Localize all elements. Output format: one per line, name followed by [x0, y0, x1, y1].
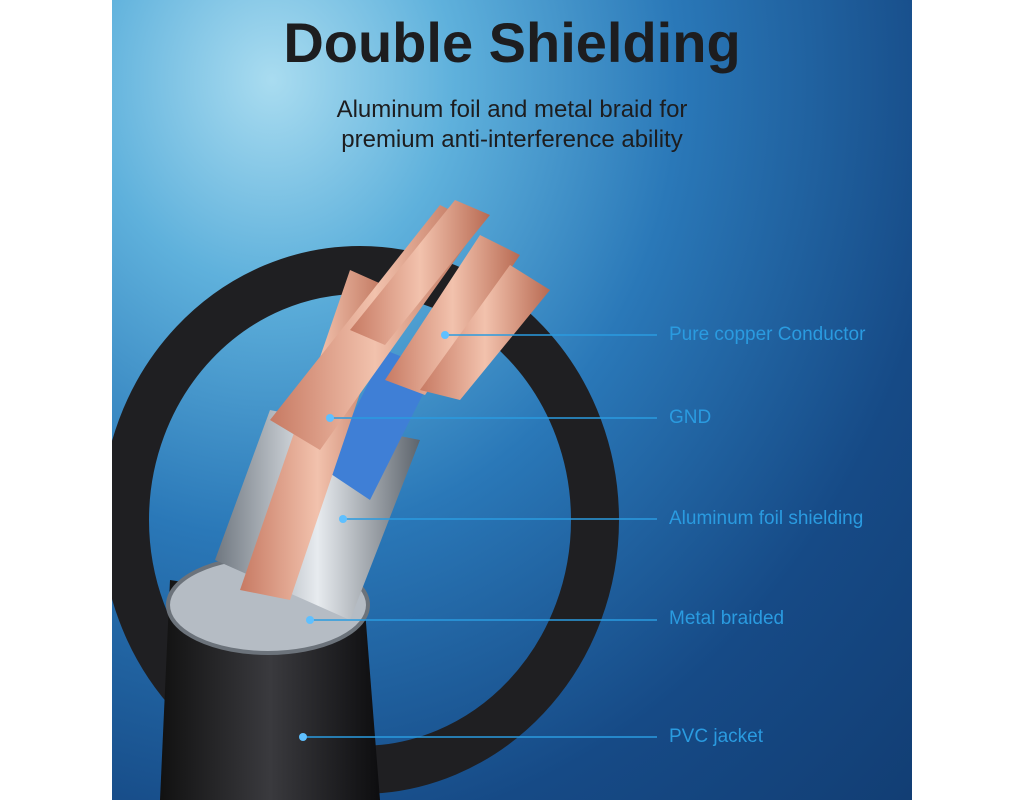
callout-lines	[303, 334, 657, 738]
label-aluminum-foil: Aluminum foil shielding	[669, 508, 864, 529]
label-copper-conductor: Pure copper Conductor	[669, 324, 866, 345]
subtitle-line-2: premium anti-interference ability	[341, 126, 683, 153]
page-title: Double Shielding	[283, 11, 741, 74]
label-pvc-jacket: PVC jacket	[669, 726, 763, 747]
product-image-panel	[112, 0, 912, 800]
cable-illustration	[112, 200, 657, 800]
callout-dots	[299, 331, 449, 741]
subtitle: Aluminum foil and metal braid for premiu…	[112, 95, 912, 155]
subtitle-line-1: Aluminum foil and metal braid for	[336, 96, 688, 123]
label-gnd: GND	[669, 407, 712, 428]
copper-conductors	[240, 200, 550, 600]
label-metal-braided: Metal braided	[669, 608, 785, 629]
